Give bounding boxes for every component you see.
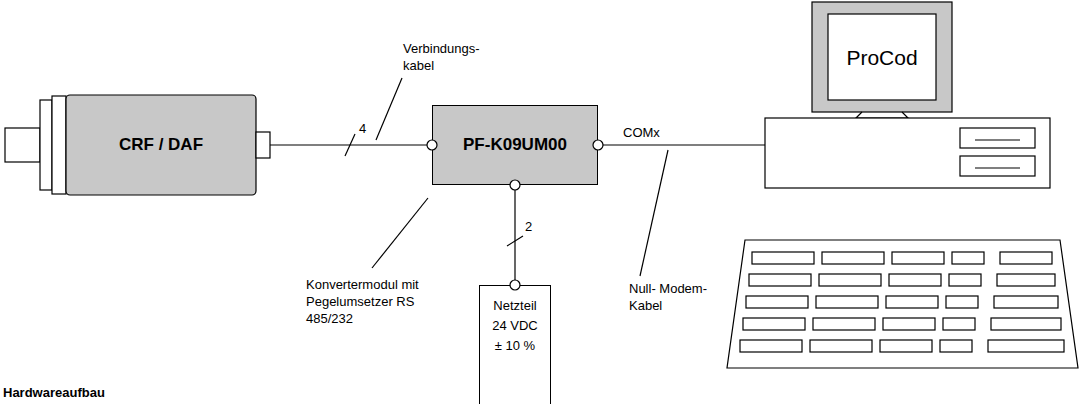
leader-line: [372, 198, 428, 268]
monitor: [812, 2, 952, 112]
figure-caption: Hardwareaufbau: [2, 384, 106, 401]
key: [822, 252, 884, 264]
callout-label: Verbindungs- kabel: [402, 40, 492, 74]
key: [740, 340, 802, 352]
leader-line: [376, 78, 402, 140]
node-text: ProCod: [846, 46, 917, 70]
cable-line: [270, 144, 432, 145]
drive-bay: [960, 156, 1035, 176]
key: [819, 274, 881, 286]
callout-label: Konvertermodul mit Pegelumsetzer RS 485/…: [305, 276, 429, 327]
encoder-body: CRF / DAF: [5, 95, 270, 195]
key: [883, 318, 935, 330]
key: [949, 274, 981, 286]
drive-bay: [960, 128, 1035, 148]
key: [892, 252, 944, 264]
port-circle: [510, 280, 520, 290]
leader-line: [640, 150, 668, 276]
port-circle: [510, 180, 520, 190]
cable-line: [598, 144, 765, 145]
port-circle: [593, 140, 603, 150]
encoder-flange: [40, 100, 52, 190]
key: [994, 296, 1058, 308]
key: [889, 274, 941, 286]
keyboard-keys: [740, 252, 1064, 352]
key: [813, 318, 875, 330]
key: [946, 296, 978, 308]
drive-slot: [975, 139, 1020, 140]
key: [988, 340, 1064, 352]
key: [991, 318, 1061, 330]
encoder-flange: [52, 96, 66, 194]
drive-slot: [975, 167, 1020, 168]
port-circle: [427, 140, 437, 150]
node-text: CRF / DAF: [119, 135, 203, 155]
callout-label: Null- Modem-Kabel: [628, 280, 722, 314]
cable-label: 4: [358, 120, 367, 137]
key: [880, 340, 932, 352]
node-text: Netzteil 24 VDC ± 10 %: [490, 296, 540, 356]
encoder-connector: [256, 132, 270, 158]
encoder-body: [66, 95, 256, 195]
power-supply-box: Netzteil 24 VDC ± 10 %: [479, 285, 551, 404]
key: [943, 318, 975, 330]
computer-case: [765, 118, 1050, 188]
key: [752, 252, 814, 264]
monitor-screen: [828, 14, 936, 100]
key: [886, 296, 938, 308]
converter-box: PF-K09UM00: [432, 105, 598, 185]
key: [743, 318, 805, 330]
node-text: PF-K09UM00: [463, 135, 567, 155]
cable-line: [514, 185, 515, 285]
cable-label: COMx: [622, 124, 661, 141]
computer: ProCod: [765, 2, 1050, 188]
key: [1000, 252, 1052, 264]
key: [997, 274, 1055, 286]
cable-label: 2: [524, 218, 533, 235]
encoder-shaft: [5, 128, 40, 162]
monitor-stand: [856, 112, 908, 118]
keyboard: [727, 240, 1078, 368]
key: [810, 340, 872, 352]
key: [952, 252, 984, 264]
key: [940, 340, 972, 352]
key: [749, 274, 811, 286]
key: [816, 296, 878, 308]
key: [746, 296, 808, 308]
